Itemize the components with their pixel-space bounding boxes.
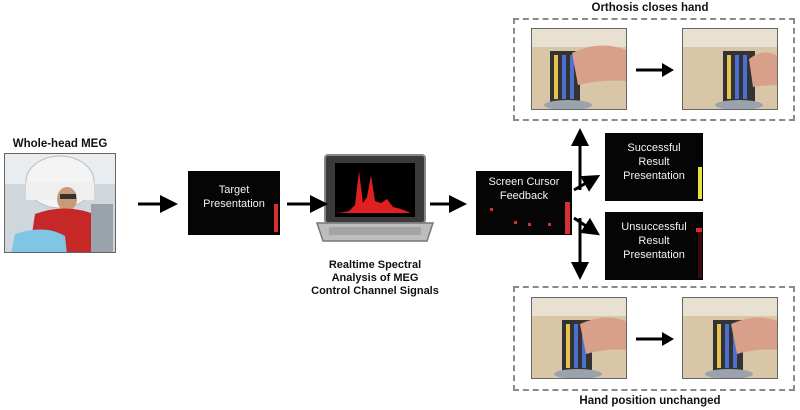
cursor-dot <box>490 208 493 211</box>
cursor-feedback-box: Screen Cursor Feedback <box>476 171 572 235</box>
cursor-feedback-label: Screen Cursor Feedback <box>488 176 560 202</box>
cursor-dot <box>548 223 551 226</box>
fail-marker <box>696 228 702 232</box>
laptop-spectrum-icon <box>315 154 435 242</box>
success-bar <box>698 167 702 199</box>
success-result-box: Successful Result Presentation <box>605 133 703 201</box>
hand-after-photo <box>682 297 778 379</box>
fail-result-label: Unsuccessful Result Presentation <box>621 221 687 261</box>
meg-subject-photo <box>4 153 116 253</box>
fail-bar <box>698 228 702 278</box>
success-result-label: Successful Result Presentation <box>623 142 685 182</box>
orthosis-panel <box>513 18 795 121</box>
hand-closed-photo <box>682 28 778 110</box>
hand-before-photo <box>531 297 627 379</box>
target-presentation-box: Target Presentation <box>188 171 280 235</box>
unchanged-label: Hand position unchanged <box>579 395 721 407</box>
cursor-bar <box>565 202 570 234</box>
hand-open-photo <box>531 28 627 110</box>
analysis-label: Realtime Spectral Analysis of MEG Contro… <box>311 259 439 297</box>
meg-label: Whole-head MEG <box>12 138 108 150</box>
orthosis-arrow <box>636 63 674 77</box>
fail-result-box: Unsuccessful Result Presentation <box>605 212 703 280</box>
target-bar <box>274 204 278 232</box>
cursor-dot <box>528 223 531 226</box>
orthosis-label: Orthosis closes hand <box>591 2 709 14</box>
unchanged-arrow <box>636 332 674 346</box>
target-presentation-label: Target Presentation <box>203 184 265 210</box>
cursor-dot <box>514 221 517 224</box>
arrow-cursor-to-success <box>573 175 601 192</box>
unchanged-panel <box>513 286 795 391</box>
arrow-cursor-to-fail <box>573 216 600 236</box>
